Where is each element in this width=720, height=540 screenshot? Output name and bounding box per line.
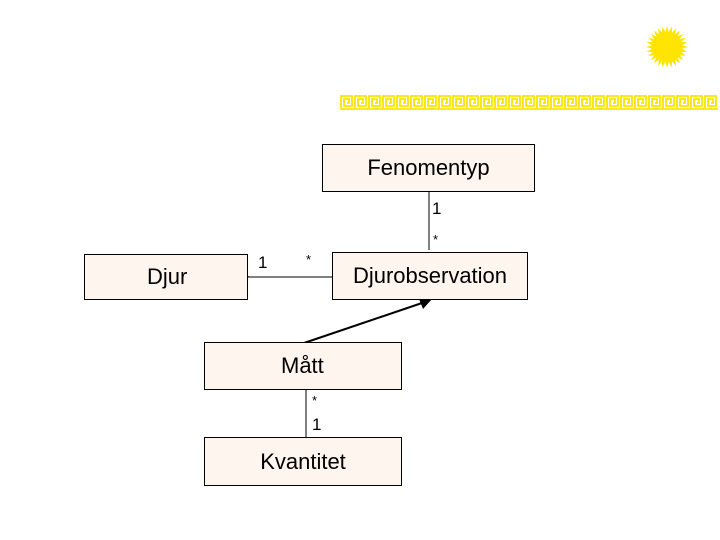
multiplicity-djurobservation-end-left: *	[306, 252, 312, 267]
multiplicity-djurobservation-end-top: *	[433, 232, 439, 247]
class-name-fenomentyp: Fenomentyp	[367, 155, 490, 180]
class-box-fenomentyp[interactable]: Fenomentyp	[322, 144, 535, 192]
association-line-djur-djurobservation	[247, 276, 332, 278]
class-box-djurobservation[interactable]: Djurobservation	[332, 252, 528, 300]
multiplicity-kvantitet-end: 1	[312, 415, 322, 434]
multiplicity-fenomentyp-end: 1	[432, 199, 442, 218]
multiplicity-djur-end: 1	[258, 253, 268, 272]
class-box-matt[interactable]: Mått	[204, 342, 402, 390]
greek-key-border	[340, 95, 718, 110]
class-name-djurobservation: Djurobservation	[352, 263, 508, 288]
multiplicity-matt-end: *	[312, 393, 318, 408]
class-box-djur[interactable]: Djur	[84, 254, 248, 300]
class-name-matt: Mått	[281, 353, 324, 378]
class-name-djur: Djur	[147, 264, 188, 289]
sun-icon	[646, 26, 688, 68]
arrowhead-icon	[419, 299, 432, 309]
association-arrow-line	[303, 302, 423, 344]
class-name-kvantitet: Kvantitet	[260, 448, 346, 474]
class-box-kvantitet[interactable]: Kvantitet	[204, 437, 402, 486]
